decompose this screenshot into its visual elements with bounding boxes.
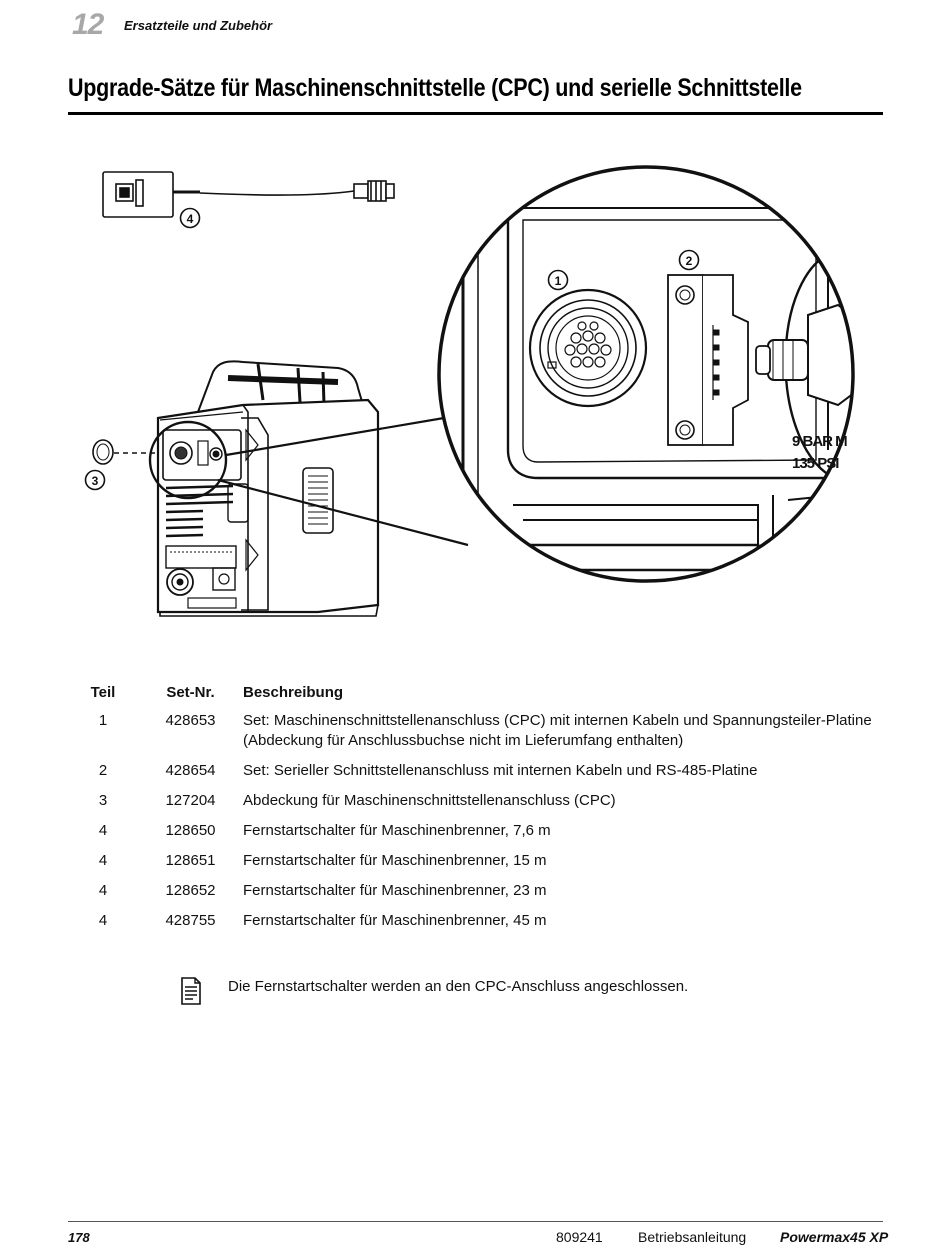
parts-illustration: 4 3 [84, 165, 855, 617]
cell-set-number: 428654 [165, 762, 216, 779]
table-row: 2 428654 Set: Serieller Schnittstellenan… [68, 761, 888, 791]
header-description: Beschreibung [243, 684, 344, 701]
table-header-row: Teil Set-Nr. Beschreibung [68, 684, 888, 711]
footer-doc-number: 809241 [556, 1229, 603, 1245]
footer-page-number: 178 [68, 1230, 90, 1245]
cell-set-number: 127204 [165, 792, 216, 809]
pressure-label-psi: 135 PSI [792, 455, 839, 472]
footer-product-name: Powermax45 XP [780, 1229, 889, 1245]
cell-part: 4 [98, 912, 108, 929]
footer-rule [68, 1221, 883, 1222]
remote-start-switch [102, 171, 395, 218]
cell-part: 3 [98, 792, 108, 809]
cell-description: Fernstartschalter für Maschinenbrenner, … [243, 912, 547, 929]
table-row: 4 128652 Fernstartschalter für Maschinen… [68, 881, 888, 911]
table-row: 4 428755 Fernstartschalter für Maschinen… [68, 911, 888, 941]
chapter-number: 12 [72, 8, 104, 41]
header-set-number: Set-Nr. [166, 684, 215, 701]
callout-2: 2 [678, 249, 700, 271]
callout-3: 3 [84, 469, 106, 491]
cell-description: Fernstartschalter für Maschinenbrenner, … [243, 882, 547, 899]
cell-set-number: 428755 [165, 912, 216, 929]
header-part: Teil [90, 684, 116, 701]
title-rule [68, 112, 883, 115]
page-title: Upgrade-Sätze für Maschinenschnittstelle… [68, 74, 802, 102]
cell-part: 4 [98, 822, 108, 839]
cell-part: 4 [98, 852, 108, 869]
cell-set-number: 128651 [165, 852, 216, 869]
cell-set-number: 128650 [165, 822, 216, 839]
svg-text:3: 3 [92, 474, 99, 488]
plasma-machine [156, 360, 380, 617]
footer-manual-type: Betriebsanleitung [638, 1229, 747, 1245]
cell-set-number: 128652 [165, 882, 216, 899]
cell-description: Set: Serieller Schnittstellenanschluss m… [243, 762, 758, 779]
svg-text:4: 4 [187, 212, 194, 226]
chapter-title: Ersatzteile und Zubehör [124, 18, 273, 33]
pressure-label-bar: 9 BAR M [792, 433, 847, 450]
cell-description: Fernstartschalter für Maschinenbrenner, … [243, 822, 551, 839]
table-row: 1 428653 Set: Maschinenschnittstellenans… [68, 711, 888, 761]
cell-description: Set: Maschinenschnittstellenanschluss (C… [243, 712, 872, 749]
cell-description: Fernstartschalter für Maschinenbrenner, … [243, 852, 547, 869]
svg-text:1: 1 [555, 274, 562, 288]
callout-4: 4 [179, 207, 201, 229]
cpc-cover-cap [92, 439, 158, 465]
cell-part: 1 [98, 712, 108, 729]
parts-table: Teil Set-Nr. Beschreibung 1 428653 Set: … [68, 684, 888, 941]
cell-description: Abdeckung für Maschinenschnittstellenans… [243, 792, 616, 809]
note-document-icon [181, 977, 201, 1005]
cell-part: 2 [98, 762, 108, 779]
note-text: Die Fernstartschalter werden an den CPC-… [228, 978, 689, 995]
cell-set-number: 428653 [165, 712, 216, 729]
table-row: 3 127204 Abdeckung für Maschinenschnitts… [68, 791, 888, 821]
magnified-detail: 9 BAR M 135 PSI [437, 165, 855, 583]
table-row: 4 128650 Fernstartschalter für Maschinen… [68, 821, 888, 851]
callout-1: 1 [547, 269, 569, 291]
cell-part: 4 [98, 882, 108, 899]
table-row: 4 128651 Fernstartschalter für Maschinen… [68, 851, 888, 881]
detail-marker-circle [148, 420, 228, 500]
note: Die Fernstartschalter werden an den CPC-… [180, 977, 880, 1005]
svg-text:2: 2 [686, 254, 693, 268]
